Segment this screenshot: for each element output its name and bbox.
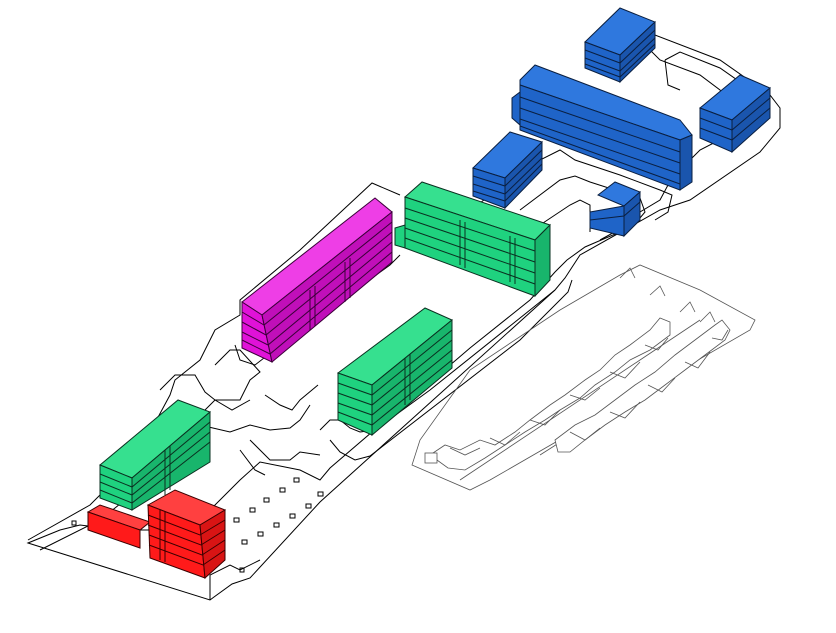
green-building (99, 399, 211, 511)
floor-lines (472, 149, 543, 202)
road-north-1 (469, 149, 673, 221)
parking-marker (263, 497, 270, 503)
building-side (731, 86, 771, 154)
parking-marker (305, 503, 312, 509)
red-group (86, 489, 227, 580)
building-side (623, 190, 641, 238)
blue-group (472, 7, 771, 238)
parking-marker (317, 491, 324, 497)
building-front (589, 205, 625, 237)
stair-lines (164, 446, 171, 495)
building-annex (394, 224, 406, 249)
parking-markers (71, 477, 324, 573)
building-side (679, 134, 693, 191)
existing-plot-outline (411, 264, 756, 491)
road-loop-center (319, 289, 556, 433)
road-south-path (249, 439, 321, 461)
parking-marker (279, 487, 286, 493)
parking-marker (233, 517, 240, 523)
green-building (336, 307, 453, 437)
magenta-group (241, 197, 393, 363)
floor-lines (404, 207, 536, 285)
road-south-curve-2 (199, 404, 311, 433)
road-south-curve (159, 374, 251, 411)
site-boundary (26, 34, 781, 601)
parking-marker (293, 477, 300, 483)
stair-lines (159, 510, 166, 562)
floor-lines (519, 96, 681, 185)
parking-marker (71, 520, 77, 526)
building-side (199, 509, 226, 580)
existing-plot-divider (459, 319, 701, 481)
floor-lines (589, 201, 641, 221)
green-group (99, 181, 551, 511)
building-side (131, 410, 211, 511)
building-side (371, 318, 453, 437)
road-north-5 (664, 59, 681, 91)
parking-marker (249, 507, 256, 513)
floor-lines (337, 329, 453, 426)
floor-lines (584, 29, 656, 78)
house-row-1-roofs (449, 337, 669, 456)
stair-lines (309, 258, 351, 330)
red-building-low (86, 504, 152, 549)
parking-marker (241, 539, 248, 545)
blue-building (699, 74, 771, 154)
existing-houses (411, 264, 756, 491)
red-building (146, 489, 227, 580)
parking-marker (239, 567, 245, 573)
building-side (619, 20, 656, 84)
parking-marker (257, 531, 264, 537)
road-loop-center-inner (329, 279, 573, 461)
blue-building (584, 7, 656, 84)
road-south-path-2 (239, 449, 266, 476)
parking-marker (273, 522, 280, 528)
floor-lines (241, 221, 393, 355)
house-row-1 (429, 317, 671, 471)
floor-lines (699, 97, 771, 141)
parking-marker (289, 513, 296, 519)
stair-lines (459, 220, 516, 284)
blue-building (472, 131, 543, 210)
house-row-2-roofs (569, 329, 729, 441)
stair-lines (404, 354, 411, 405)
magenta-building (241, 197, 393, 363)
house-peaks (619, 267, 716, 323)
blue-building (589, 181, 641, 238)
floor-lines (99, 421, 211, 504)
building-front (87, 511, 141, 549)
blue-building (511, 64, 693, 191)
road-south-curve-3 (264, 384, 319, 411)
building-side (261, 210, 393, 363)
house-small-shed (424, 452, 438, 464)
road-south-edge (209, 559, 261, 600)
building-wing (511, 91, 521, 127)
floor-lines (147, 514, 226, 566)
green-building (394, 181, 551, 298)
building-side (534, 223, 551, 298)
